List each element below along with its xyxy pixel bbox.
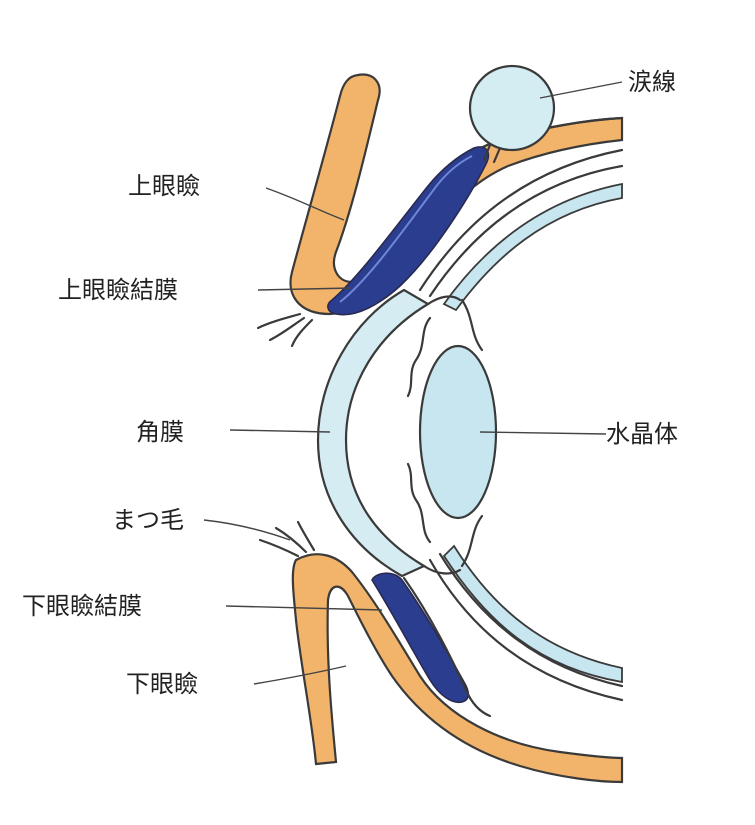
label-lacrimal-gland: 涙線 — [628, 68, 676, 96]
label-eyelashes: まつ毛 — [112, 506, 184, 534]
anterior-chamber-top — [426, 295, 462, 306]
sclera-lower-1 — [428, 558, 624, 702]
label-upper-conjunctiva: 上眼瞼結膜 — [58, 276, 178, 304]
label-lower-eyelid: 下眼瞼 — [126, 670, 198, 698]
cornea-shape — [316, 288, 431, 578]
lacrimal-gland-shape — [468, 64, 556, 152]
upper-conjunctiva-shape — [327, 146, 490, 316]
lower-eyelashes — [258, 520, 316, 558]
anterior-chamber-bottom — [422, 564, 462, 575]
iris-upper — [406, 316, 432, 398]
leader-lower-conjunctiva — [225, 605, 383, 611]
lacrimal-duct — [482, 143, 502, 164]
upper-conjunctiva-highlight — [339, 155, 473, 303]
iris-lower — [406, 462, 432, 544]
sclera-lower-2 — [438, 552, 624, 688]
choroid-lower — [442, 544, 623, 684]
leader-eyelashes — [203, 519, 291, 541]
label-cornea: 角膜 — [136, 418, 184, 446]
ciliary-upper — [460, 298, 484, 352]
label-upper-eyelid: 上眼瞼 — [128, 172, 200, 200]
lower-eyelid-shape — [291, 553, 624, 784]
sclera-upper-2 — [428, 164, 624, 298]
upper-eyelashes — [256, 312, 314, 348]
label-lens: 水晶体 — [606, 420, 678, 448]
choroid-upper — [442, 182, 623, 312]
leader-lacrimal-gland — [539, 81, 623, 99]
label-lower-conjunctiva: 下眼瞼結膜 — [22, 592, 142, 620]
leader-upper-eyelid — [265, 187, 345, 221]
leader-lower-eyelid — [253, 665, 347, 685]
leader-upper-conjunctiva — [257, 287, 353, 291]
lower-eyelid-fold — [402, 576, 492, 718]
sclera-upper-1 — [418, 148, 624, 292]
ciliary-lower — [460, 514, 484, 568]
leader-lens — [479, 431, 607, 435]
leader-cornea — [229, 429, 331, 433]
